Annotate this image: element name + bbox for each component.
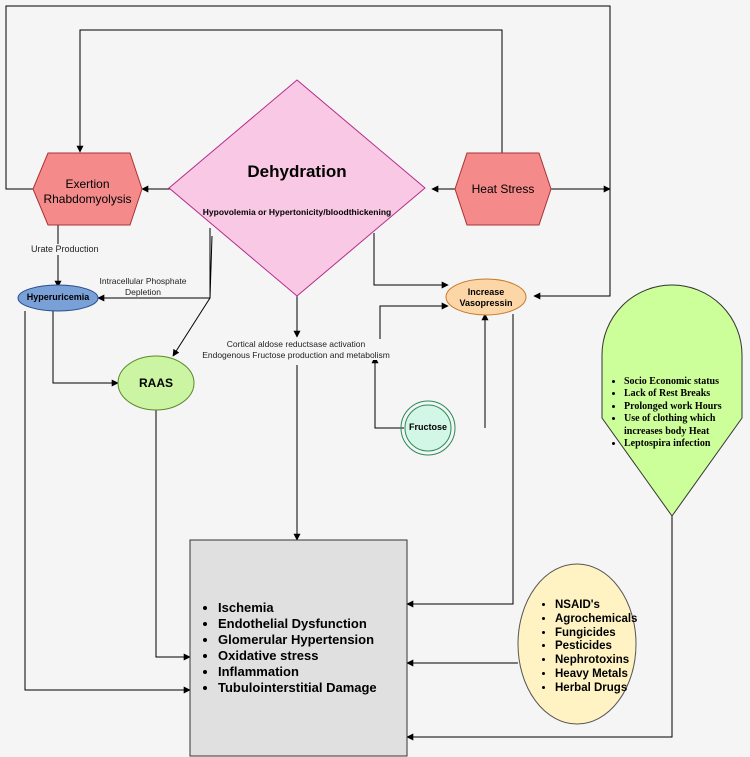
risk-factor-item: Socio Economic status [624,376,744,388]
phosphate-label-line2: Depletion [125,286,161,297]
edge-vasopressin-to-outcomes [406,314,514,608]
dehydration-diamond [168,79,426,297]
aldose-reductase-label: Cortical aldose reductsase activation En… [196,339,396,360]
dehydration-title: Dehydration [247,162,347,181]
fructose-circle [404,404,452,452]
vasopressin-ellipse [445,278,527,316]
hyperuricemia-ellipse [17,284,99,312]
phosphate-label-line1: Intracellular Phosphate [99,276,187,286]
edge-risk-to-outcomes [406,516,673,741]
nephrotoxin-item: Heavy Metals [555,668,637,682]
edge-dehydration-to-raas [172,235,213,357]
nephrotoxin-item: Herbal Drugs [555,682,637,696]
outcome-item: Tubulointerstitial Damage [218,680,377,696]
outcomes-list: Ischemia Endothelial Dysfunction Glomeru… [202,600,377,696]
exertion-label-line1: Exertion [65,177,110,191]
outcome-item: Glomerular Hypertension [218,632,377,648]
vasopressin-label-line2: Vasopressin [459,298,513,308]
risk-factor-item: Prolonged work Hours [624,401,744,413]
exertion-label: Exertion Rhabdomyolysis [33,177,142,207]
nephrotoxin-item: Fungicides [555,627,637,641]
exertion-hexagon [32,152,143,226]
vasopressin-label: Increase Vasopressin [446,287,526,309]
outcome-item: Oxidative stress [218,648,377,664]
phosphate-depletion-label: Intracellular Phosphate Depletion [98,276,188,297]
edge-heat-to-exertion-top [76,29,503,154]
nephrotoxin-item: Pesticides [555,640,637,654]
edge-hyperuricemia-to-raas [52,311,119,387]
nephrotoxin-item: Nephrotoxins [555,654,637,668]
hyperuricemia-label: Hyperuricemia [26,292,90,302]
fructose-label: Fructose [408,422,447,432]
outcome-item: Inflammation [218,664,377,680]
nephrotoxins-ellipse [517,563,637,725]
risk-factor-item: Lack of Rest Breaks [624,388,744,400]
risk-factor-item: Leptospira infection [624,438,744,450]
outcome-item: Endothelial Dysfunction [218,616,377,632]
nephrotoxins-list: NSAID's Agrochemicals Fungicides Pestici… [541,599,637,696]
aldose-label-line1: Cortical aldose reductsase activation [226,339,366,349]
outcomes-box [189,539,408,757]
edge-hyperuricemia-to-outcomes [24,311,191,694]
heat-stress-hexagon [454,152,552,226]
exertion-label-line2: Rhabdomyolysis [43,192,132,206]
risk-factors-callout [601,284,743,517]
edge-exertion-loop-to-vasopressin [5,5,611,300]
outcome-item: Ischemia [218,600,377,616]
dehydration-subtitle: Hypovolemia or Hypertonicity/bloodthicke… [202,207,392,217]
heat-stress-label: Heat Stress [471,182,535,196]
edge-dehydration-to-vasopressin [373,233,449,289]
raas-label: RAAS [138,376,173,390]
nephrotoxin-item: NSAID's [555,599,637,613]
vasopressin-label-line1: Increase [467,287,505,297]
risk-factor-item: Use of clothing which increases body Hea… [624,413,744,438]
urate-production-label: Urate Production [30,244,100,256]
raas-ellipse [117,355,195,411]
aldose-label-line2: Endogenous Fructose production and metab… [202,349,390,360]
risk-factors-list: Socio Economic status Lack of Rest Break… [612,376,744,450]
edge-raas-to-outcomes [155,410,191,661]
edge-fructose-up [371,356,404,429]
fructose-outer-circle [400,400,456,456]
nephrotoxin-item: Agrochemicals [555,613,637,627]
